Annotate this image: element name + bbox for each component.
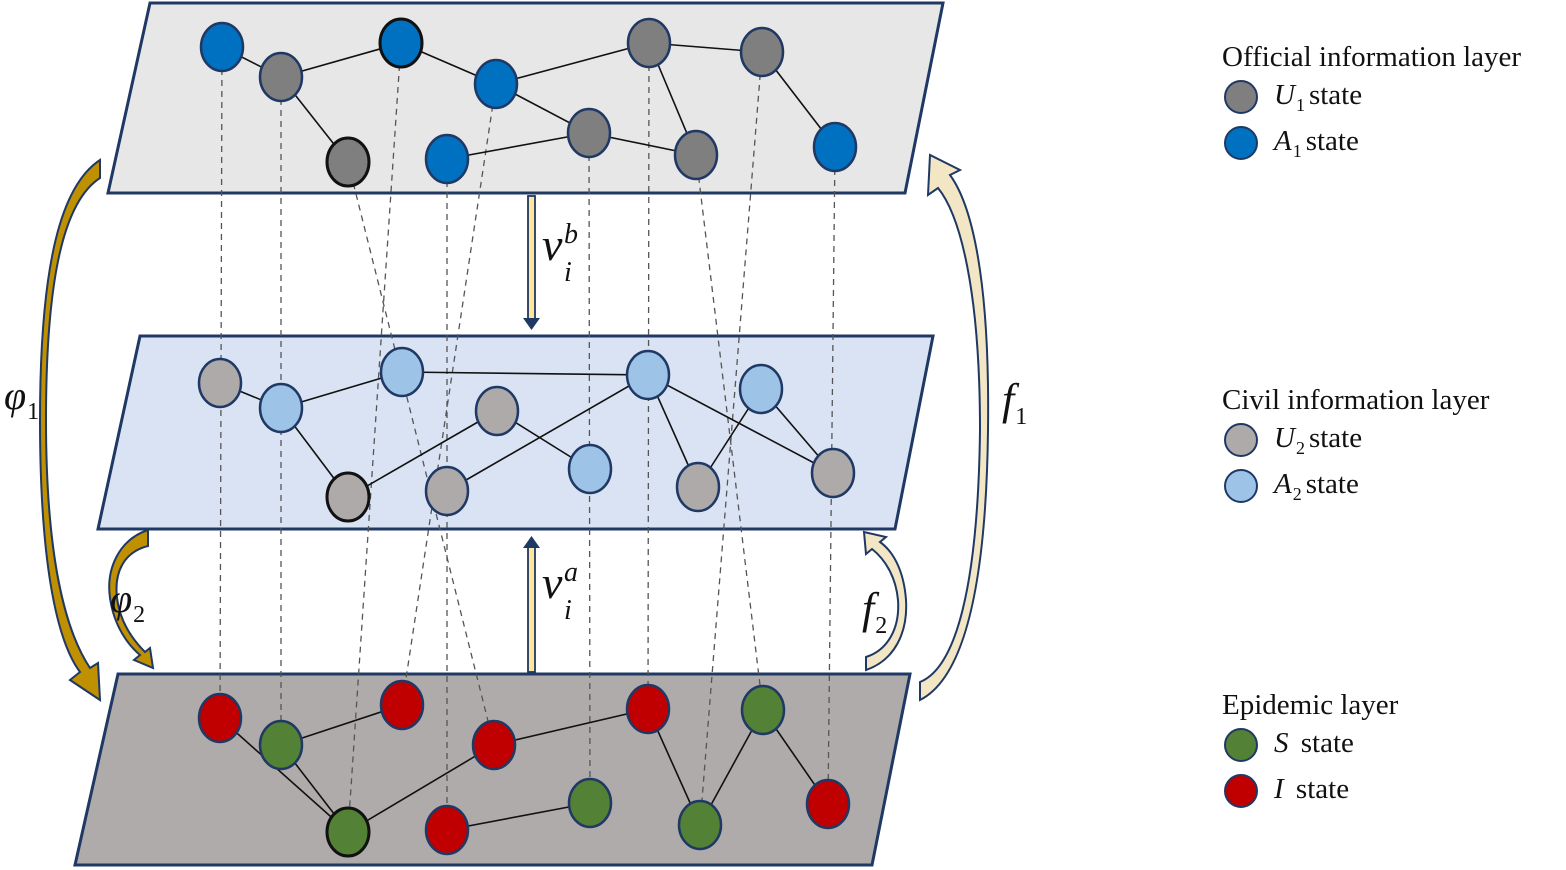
node-official-K-A1 (812, 121, 858, 173)
node-civil-I-U2 (675, 461, 721, 513)
node-civil-G-A2 (567, 443, 613, 495)
arrow-label-via: v a i (542, 557, 578, 626)
node-civil-A-U2 (197, 357, 243, 409)
node-official-D-A1 (473, 58, 519, 110)
legend-item-i: I state (1222, 768, 1398, 814)
edge-civil-F-H (446, 374, 649, 492)
layer-plane-civil (96, 334, 935, 531)
node-epidemic-C-S (325, 806, 371, 858)
edge-civil-H-K (647, 374, 834, 474)
phi1-arrow-icon (38, 158, 102, 702)
node-epidemic-K-I (805, 778, 851, 830)
interlayer-link-J (695, 154, 764, 711)
f2-arrow-icon (862, 530, 908, 672)
node-official-I-U1 (739, 26, 785, 78)
node-civil-C-U2 (325, 471, 371, 523)
arrow-label-vib: v b i (542, 219, 578, 288)
node-official-G-U1 (566, 107, 612, 159)
node-official-C-A1 (378, 17, 424, 69)
node-epidemic-G-S (567, 777, 613, 829)
arrow-label-f1: f1 (1002, 375, 1028, 430)
via-arrow-head-icon (523, 536, 540, 548)
arrow-label-phi1: φ1 (4, 373, 40, 425)
arrow-label-f2: f2 (862, 584, 888, 639)
node-official-H-U1 (626, 17, 672, 69)
node-epidemic-I-S (677, 799, 723, 851)
a2-state-swatch-icon (1224, 469, 1258, 503)
node-epidemic-J-S (740, 684, 786, 736)
a1-state-swatch-icon (1224, 126, 1258, 160)
legend-item-s: S state (1222, 722, 1398, 768)
node-official-B-U1 (258, 51, 304, 103)
interlayer-link-E (347, 161, 495, 746)
node-civil-D-A2 (379, 346, 425, 398)
edge-civil-C-E (347, 410, 498, 498)
interlayer-link-D (401, 83, 497, 706)
edge-official-F-G (446, 132, 590, 160)
edge-epidemic-C-E (347, 744, 495, 833)
node-civil-B-A2 (258, 382, 304, 434)
legend-epidemic: Epidemic layer S state I state (1222, 688, 1398, 814)
legend-title-official: Official information layer (1222, 41, 1522, 73)
interlayer-link-I (699, 51, 763, 826)
edge-official-D-H (495, 42, 650, 85)
u1-state-swatch-icon (1224, 80, 1258, 114)
node-epidemic-B-S (258, 719, 304, 771)
i-state-swatch-icon (1224, 774, 1258, 808)
node-epidemic-D-I (379, 679, 425, 731)
via-arrow-shaft (527, 545, 536, 673)
node-civil-F-U2 (424, 465, 470, 517)
f1-arrow-icon (919, 153, 990, 702)
node-epidemic-F-I (424, 804, 470, 856)
node-epidemic-A-I (197, 692, 243, 744)
node-epidemic-H-I (625, 683, 671, 735)
node-civil-H-A2 (625, 349, 671, 401)
node-official-F-A1 (424, 133, 470, 185)
s-state-swatch-icon (1224, 728, 1258, 762)
node-official-A-A1 (199, 21, 245, 73)
legend-title-civil: Civil information layer (1222, 384, 1490, 416)
node-official-E-U1 (325, 136, 371, 188)
vib-arrow-shaft (527, 195, 536, 321)
u2-state-swatch-icon (1224, 423, 1258, 457)
node-epidemic-E-I (471, 719, 517, 771)
edge-epidemic-A-C (219, 717, 349, 833)
edge-civil-D-H (401, 371, 649, 376)
node-civil-E-U2 (474, 385, 520, 437)
arrow-label-phi2: φ2 (110, 576, 146, 628)
node-civil-K-U2 (810, 447, 856, 499)
legend-title-epidemic: Epidemic layer (1222, 689, 1399, 721)
node-official-J-U1 (673, 129, 719, 181)
phi2-arrow-icon (108, 528, 155, 670)
edge-epidemic-F-G (446, 802, 591, 831)
vib-arrow-head-icon (523, 318, 540, 330)
node-civil-J-A2 (738, 363, 784, 415)
edge-epidemic-E-H (493, 708, 649, 746)
